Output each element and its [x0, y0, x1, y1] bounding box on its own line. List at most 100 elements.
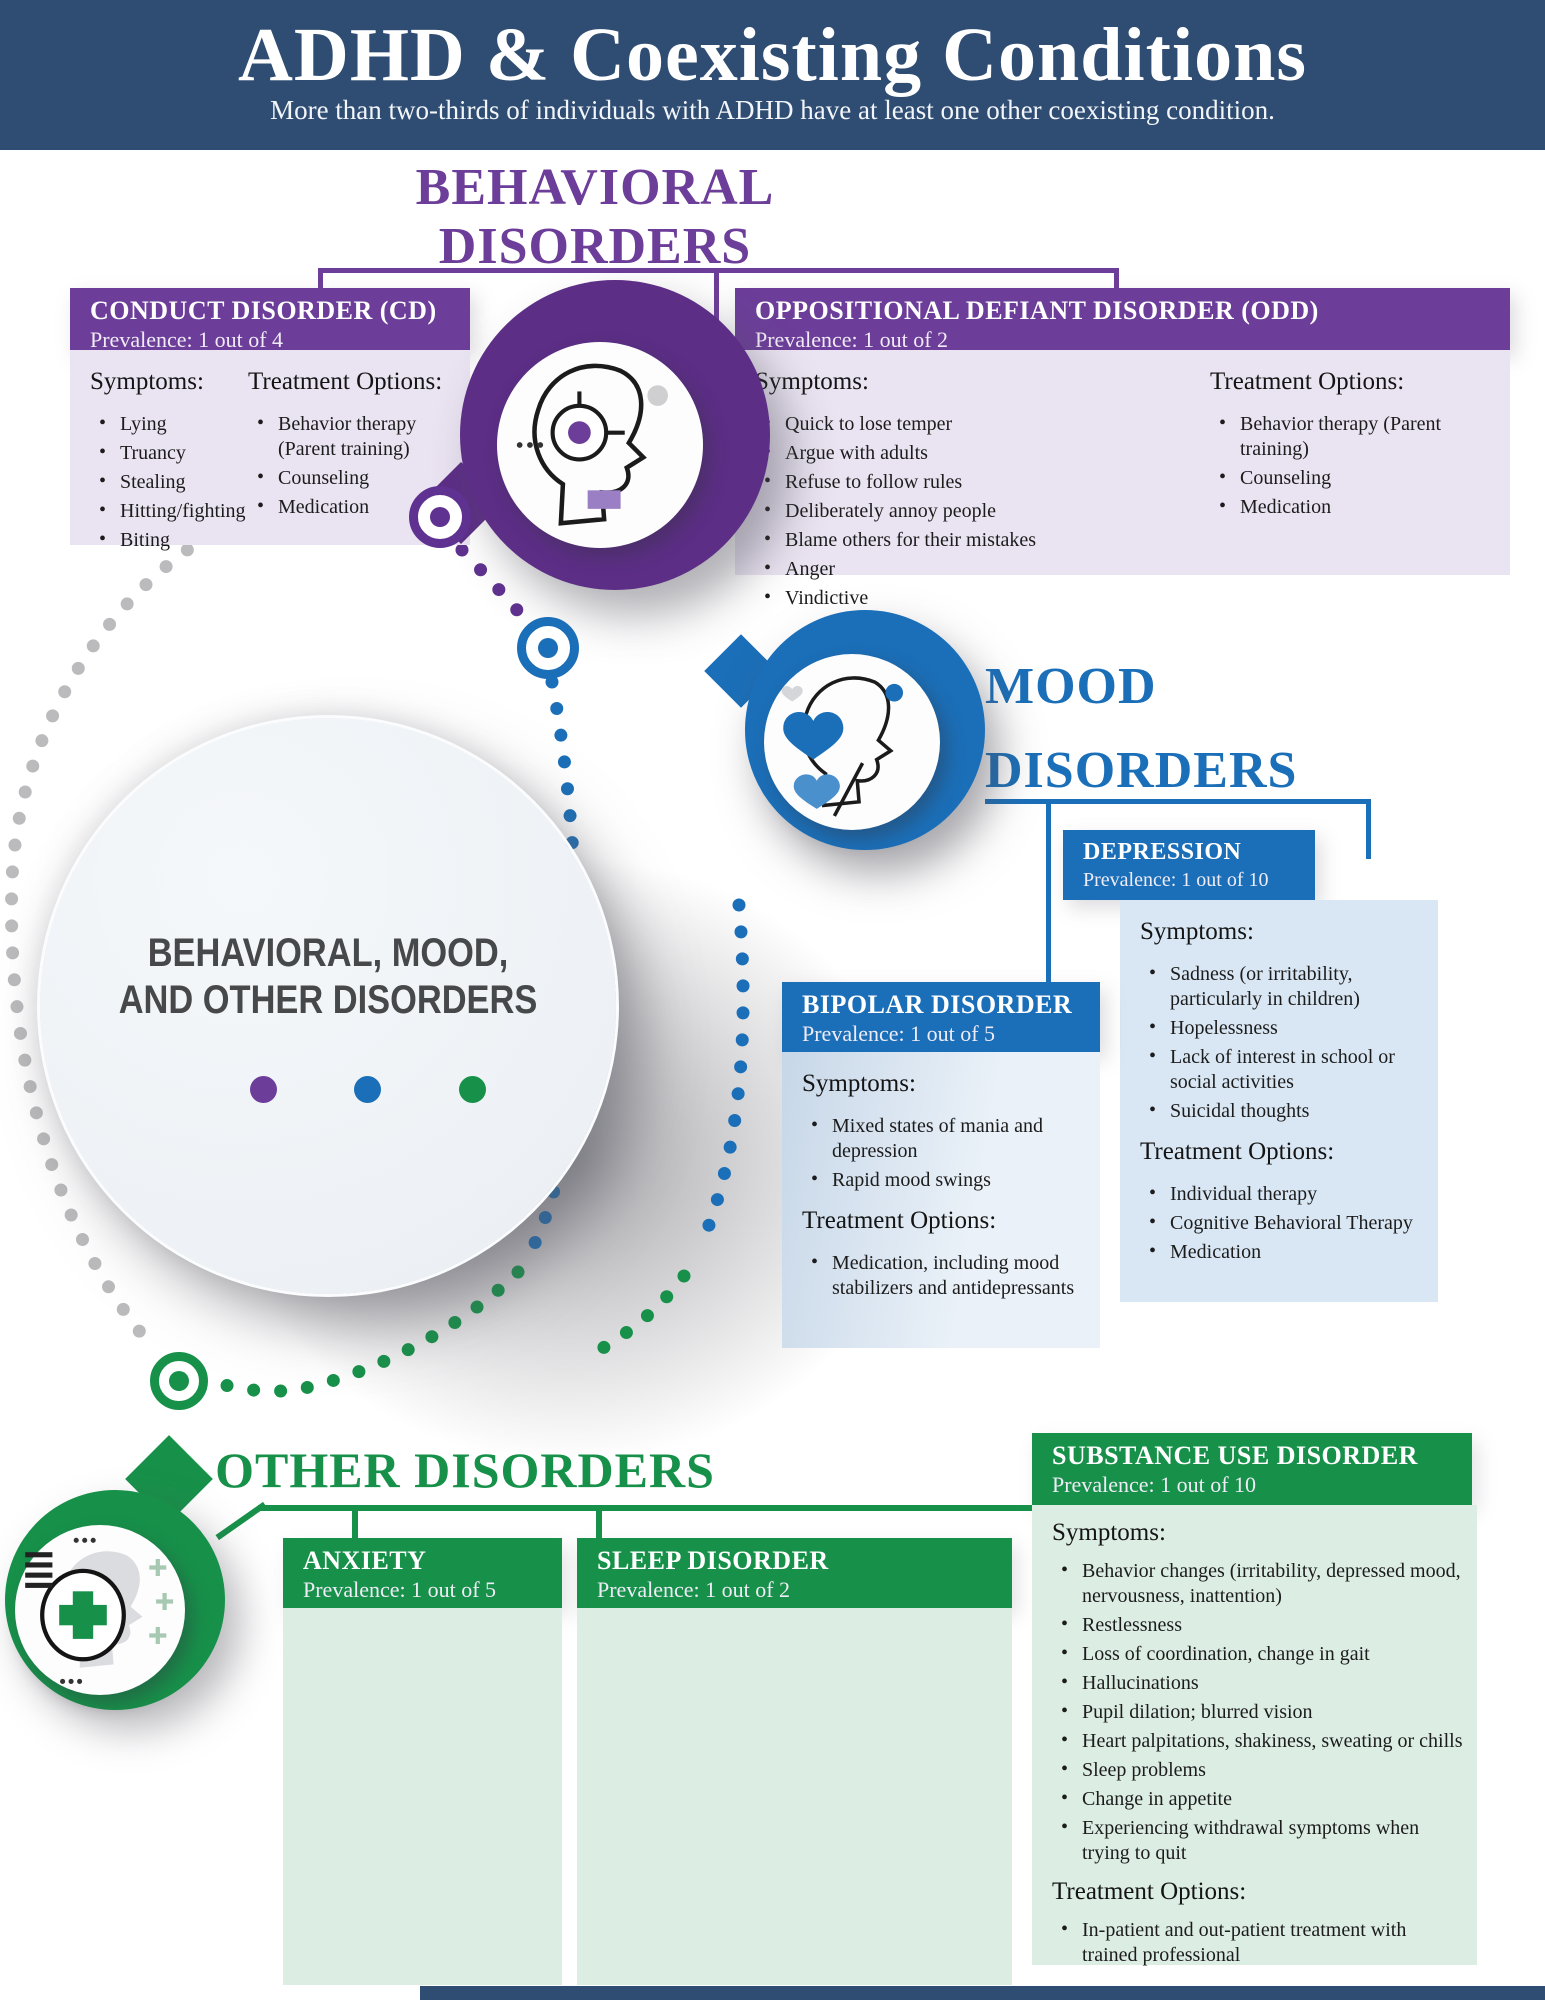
sleep-prevalence: Prevalence: 1 out of 2 [597, 1577, 791, 1602]
bullet-item: Vindictive [755, 585, 1210, 611]
odd-body: Symptoms: Quick to lose temperArgue with… [735, 350, 1510, 610]
other-connector-horizontal [258, 1505, 1034, 1511]
cd-treatment-list: Behavior therapy (Parent training)Counse… [248, 411, 456, 520]
bullet-item: Medication [1210, 494, 1496, 520]
depression-prevalence: Prevalence: 1 out of 10 [1083, 869, 1269, 891]
mood-connector-drop-center [1046, 799, 1051, 985]
bullet-item: Loss of coordination, change in gait [1052, 1641, 1463, 1667]
head-with-hearts-icon [781, 676, 904, 817]
mood-heading-line2: DISORDERS [985, 742, 1298, 799]
center-dot-blue [354, 1076, 381, 1103]
odd-title: OPPOSITIONAL DEFIANT DISORDER (ODD) [755, 296, 1319, 325]
bullet-item: Hopelessness [1140, 1015, 1424, 1041]
footer-bar [420, 1986, 1545, 2000]
blue-dotted-arc-inner [527, 675, 584, 1252]
bullet-item: Change in appetite [1052, 1786, 1463, 1812]
bullet-item: Counseling [248, 465, 456, 491]
bipolar-body: Symptoms: Mixed states of mania and depr… [782, 1052, 1100, 1348]
bullet-item: Medication, including mood stabilizers a… [802, 1250, 1086, 1301]
other-section-heading: OTHER DISORDERS [215, 1442, 715, 1498]
mood-section-heading: MOOD DISORDERS [985, 645, 1415, 813]
bullet-item: Hitting/fighting [90, 498, 248, 524]
mood-ring-marker [517, 617, 579, 679]
bullet-item: Biting [90, 527, 248, 553]
anxiety-body [283, 1608, 562, 1985]
odd-symptoms-column: Symptoms: Quick to lose temperArgue with… [755, 354, 1210, 610]
depression-symptoms-label: Symptoms: [1140, 918, 1254, 945]
green-dotted-arc-inner [207, 1265, 525, 1398]
bullet-item: Blame others for their mistakes [755, 527, 1210, 553]
conduct-disorder-prevalence: Prevalence: 1 out of 4 [90, 327, 284, 352]
substance-symptoms-list: Behavior changes (irritability, depresse… [1052, 1558, 1463, 1866]
bipolar-header: BIPOLAR DISORDER Prevalence: 1 out of 5 [782, 982, 1100, 1052]
bullet-item: Quick to lose temper [755, 411, 1210, 437]
bipolar-treatment-label: Treatment Options: [802, 1207, 997, 1234]
bullet-item: Medication [1140, 1239, 1424, 1265]
bullet-item: Argue with adults [755, 440, 1210, 466]
substance-header: SUBSTANCE USE DISORDER Prevalence: 1 out… [1032, 1433, 1472, 1505]
mood-icon-disc [764, 654, 940, 830]
odd-header: OPPOSITIONAL DEFIANT DISORDER (ODD) Prev… [735, 288, 1510, 352]
behavioral-ring-marker [409, 486, 471, 548]
bullet-item: Medication [248, 494, 456, 520]
depression-treatment-list: Individual therapyCognitive Behavioral T… [1140, 1181, 1424, 1265]
center-dot-purple [250, 1076, 277, 1103]
bullet-item: Lack of interest in school or social act… [1140, 1044, 1424, 1095]
bipolar-treatment-list: Medication, including mood stabilizers a… [802, 1250, 1086, 1301]
substance-body: Symptoms: Behavior changes (irritability… [1032, 1505, 1477, 1968]
page-title: ADHD & Coexisting Conditions [238, 13, 1307, 97]
bullet-item: Cognitive Behavioral Therapy [1140, 1210, 1424, 1236]
bullet-item: Restlessness [1052, 1612, 1463, 1638]
odd-prevalence: Prevalence: 1 out of 2 [755, 327, 949, 352]
center-dots [40, 1076, 616, 1106]
depression-title: DEPRESSION [1083, 839, 1242, 865]
center-dot-green [459, 1076, 486, 1103]
bullet-item: Sadness (or irritability, particularly i… [1140, 961, 1424, 1012]
bipolar-title: BIPOLAR DISORDER [802, 990, 1073, 1019]
conduct-disorder-title: CONDUCT DISORDER (CD) [90, 296, 437, 325]
bipolar-symptoms-list: Mixed states of mania and depressionRapi… [802, 1113, 1086, 1193]
bullet-item: Behavior changes (irritability, depresse… [1052, 1558, 1463, 1609]
mood-heading-line1: MOOD [985, 658, 1157, 715]
bullet-item: Pupil dilation; blurred vision [1052, 1699, 1463, 1725]
conduct-disorder-header: CONDUCT DISORDER (CD) Prevalence: 1 out … [70, 288, 470, 352]
sleep-header: SLEEP DISORDER Prevalence: 1 out of 2 [577, 1538, 1012, 1608]
anxiety-header: ANXIETY Prevalence: 1 out of 5 [283, 1538, 562, 1608]
depression-treatment-label: Treatment Options: [1140, 1138, 1335, 1165]
other-icon-disc [15, 1525, 185, 1695]
anxiety-prevalence: Prevalence: 1 out of 5 [303, 1577, 497, 1602]
center-circle: BEHAVIORAL, MOOD, AND OTHER DISORDERS [40, 718, 616, 1294]
other-connector-drop-sleep [596, 1505, 602, 1541]
conduct-disorder-box: CONDUCT DISORDER (CD) Prevalence: 1 out … [70, 288, 470, 552]
odd-symptoms-list: Quick to lose temperArgue with adultsRef… [755, 411, 1210, 611]
behavioral-connector-drop-right [1114, 268, 1119, 292]
green-dotted-arc-outer [589, 1269, 691, 1359]
bullet-item: Suicidal thoughts [1140, 1098, 1424, 1124]
behavioral-connector-drop-left [318, 268, 323, 292]
bullet-item: Hallucinations [1052, 1670, 1463, 1696]
substance-prevalence: Prevalence: 1 out of 10 [1052, 1472, 1257, 1497]
bullet-item: Mixed states of mania and depression [802, 1113, 1086, 1164]
depression-body: Symptoms: Sadness (or irritability, part… [1120, 900, 1438, 1302]
odd-treatment-list: Behavior therapy (Parent training) Counse… [1210, 411, 1496, 520]
bullet-item: Deliberately annoy people [755, 498, 1210, 524]
bipolar-symptoms-label: Symptoms: [802, 1070, 916, 1097]
head-with-gear-icon [516, 363, 668, 526]
center-circle-text: BEHAVIORAL, MOOD, AND OTHER DISORDERS [80, 930, 575, 1024]
header-banner: ADHD & Coexisting Conditions More than t… [0, 0, 1545, 150]
bipolar-prevalence: Prevalence: 1 out of 5 [802, 1021, 996, 1046]
substance-treatment-list: In-patient and out-patient treatment wit… [1052, 1917, 1463, 1968]
bullet-item: Counseling [1210, 465, 1496, 491]
mood-connector-horizontal [985, 799, 1371, 804]
bullet-item: Individual therapy [1140, 1181, 1424, 1207]
page-subtitle: More than two-thirds of individuals with… [270, 95, 1275, 125]
behavioral-section-heading: BEHAVIORAL DISORDERS [415, 159, 775, 275]
bullet-item: Rapid mood swings [802, 1167, 1086, 1193]
odd-box: OPPOSITIONAL DEFIANT DISORDER (ODD) Prev… [735, 288, 1510, 610]
head-with-medical-cross-icon [25, 1537, 174, 1684]
sleep-title: SLEEP DISORDER [597, 1546, 829, 1575]
mood-connector-drop-right [1366, 799, 1371, 859]
cd-symptoms-list: LyingTruancyStealingHitting/fightingBiti… [90, 411, 248, 553]
bullet-item: Behavior therapy (Parent training) [1210, 411, 1496, 462]
